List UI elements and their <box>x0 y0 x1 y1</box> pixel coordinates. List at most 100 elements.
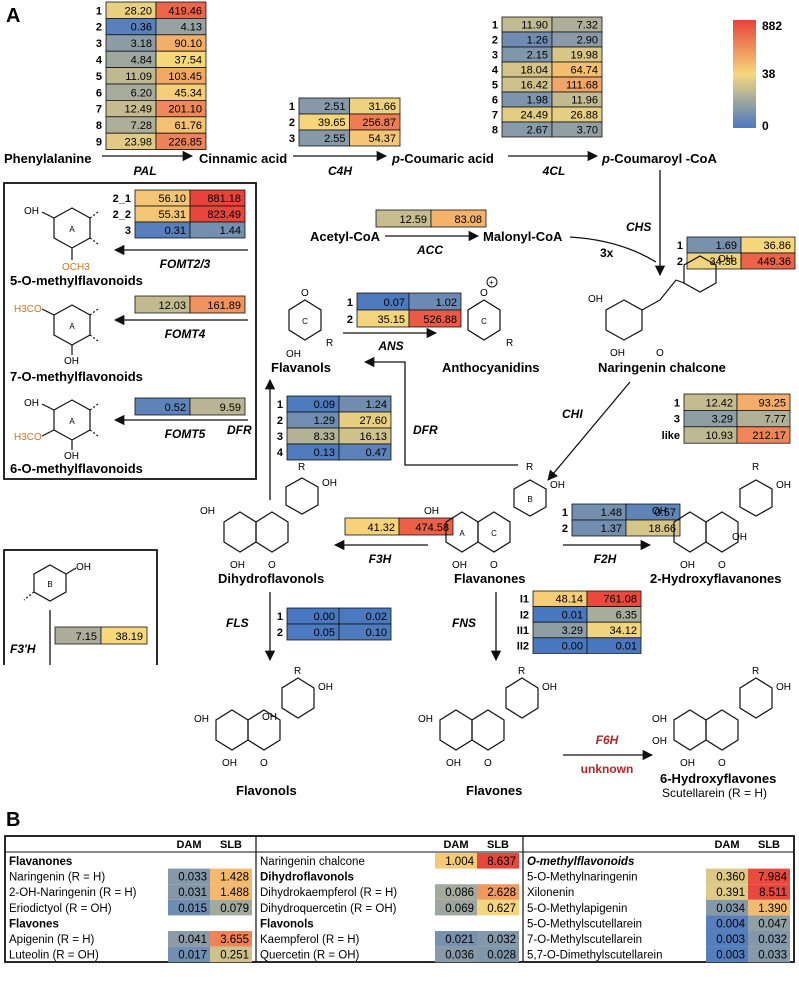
concentration-cell <box>435 899 477 916</box>
column-header-slb: SLB <box>220 839 242 851</box>
structure-naringenin-chalcone: OH OH OH O <box>588 254 733 359</box>
expression-value: 201.10 <box>168 104 202 116</box>
gene-copy-label: II1 <box>517 625 529 637</box>
concentration-value: 3.655 <box>220 934 249 946</box>
expression-value: 103.45 <box>168 71 202 83</box>
expression-cell <box>430 209 487 228</box>
expression-value: 0.36 <box>131 22 152 34</box>
expression-value: 0.10 <box>366 627 387 639</box>
concentration-cell <box>435 853 477 869</box>
ring-label: B <box>47 580 52 589</box>
expression-value: 0.02 <box>366 611 387 623</box>
class-5-o-methylflavonoids: 5-O-methylflavonoids <box>10 273 143 288</box>
arrow-dfr-right <box>363 356 518 466</box>
enzyme-4cl: 4CL <box>542 164 566 178</box>
expression-cell <box>338 443 392 461</box>
compound-label: Kaempferol (R = H) <box>260 934 360 946</box>
gene-copy-label: I1 <box>520 594 529 606</box>
concentration-cell <box>706 899 748 916</box>
atom-oh: OH <box>64 356 79 367</box>
expression-value: 823.49 <box>207 209 241 221</box>
concentration-cell <box>748 899 790 916</box>
atom-r: R <box>506 338 513 349</box>
compound-label: Luteolin (R = OH) <box>9 950 99 962</box>
concentration-value: 0.015 <box>178 903 207 915</box>
concentration-cell <box>168 899 210 916</box>
concentration-value: 0.003 <box>716 950 745 962</box>
color-scale-bar <box>733 20 756 128</box>
expression-value: 6.20 <box>131 87 152 99</box>
expression-value: 3.29 <box>562 625 583 637</box>
expression-value: 1.44 <box>220 225 241 237</box>
concentration-cell <box>706 931 748 947</box>
atom-o: O <box>490 560 498 571</box>
atom-oh: OH <box>550 480 565 491</box>
expression-value: 54.37 <box>368 133 396 145</box>
compound-label: 2-OH-Naringenin (R = H) <box>9 887 137 899</box>
italic-prefix: p <box>601 151 610 166</box>
atom-o: O <box>718 560 726 571</box>
expression-cell <box>625 519 681 537</box>
enzyme-fls: FLS <box>226 616 249 630</box>
gene-copy-label: like <box>662 430 680 442</box>
atom-r: R <box>326 338 333 349</box>
atom-oh: OH <box>200 506 215 517</box>
concentration-cell <box>477 931 519 947</box>
concentration-value: 1.004 <box>445 856 474 868</box>
expression-value: 474.58 <box>415 522 449 534</box>
atom-oh: OH <box>652 736 667 747</box>
compound-scutellarein: Scutellarein (R = H) <box>662 786 767 800</box>
expression-value: 39.65 <box>318 117 346 129</box>
atom-oh: OH <box>542 682 557 693</box>
enzyme-pal: PAL <box>133 164 156 178</box>
gene-copy-label: II2 <box>517 641 529 653</box>
concentration-value: 1.488 <box>220 887 249 899</box>
concentration-cell <box>435 946 477 963</box>
arrow-chi <box>547 381 631 481</box>
atom-o: O <box>268 560 276 571</box>
concentration-value: 0.028 <box>487 950 516 962</box>
concentration-value: 8.637 <box>487 856 516 868</box>
gene-copy-label: 1 <box>674 397 680 409</box>
compound-label: Apigenin (R = H) <box>9 934 94 946</box>
expression-value: 27.60 <box>359 415 387 427</box>
gene-copy-label: 3 <box>125 225 131 237</box>
concentration-value: 0.032 <box>487 934 516 946</box>
expression-cell <box>189 295 246 314</box>
expression-value: 2.15 <box>527 49 548 61</box>
expression-value: 226.85 <box>168 137 202 149</box>
concentration-cell <box>477 946 519 963</box>
concentration-value: 0.391 <box>716 887 745 899</box>
compound-flavanols: Flavanols <box>271 360 331 375</box>
concentration-cell <box>477 884 519 900</box>
expression-cell <box>100 626 148 645</box>
concentration-cell <box>210 868 252 885</box>
atom-oh: OH <box>610 348 625 359</box>
gene-copy-label: 1 <box>277 611 283 623</box>
column-header-dam: DAM <box>176 839 201 851</box>
gene-copy-label: 6 <box>96 87 102 99</box>
gene-copy-label: 7 <box>96 104 102 116</box>
expression-value: 526.88 <box>423 314 457 326</box>
compound-flavones: Flavones <box>466 783 522 798</box>
atom-oh: OH <box>230 560 245 571</box>
expression-cell <box>408 309 462 328</box>
expression-cell <box>740 252 796 270</box>
gene-copy-label: 3 <box>674 414 680 426</box>
expression-value: 9.59 <box>220 402 241 414</box>
concentration-cell <box>168 931 210 947</box>
compound-naringenin-chalcone: Naringenin chalcone <box>598 360 726 375</box>
concentration-value: 0.021 <box>445 934 474 946</box>
ring-label: C <box>481 317 487 326</box>
compound-cinnamic-acid: Cinnamic acid <box>199 151 287 166</box>
expression-cell <box>189 397 246 416</box>
expression-value: 8.33 <box>314 431 335 443</box>
